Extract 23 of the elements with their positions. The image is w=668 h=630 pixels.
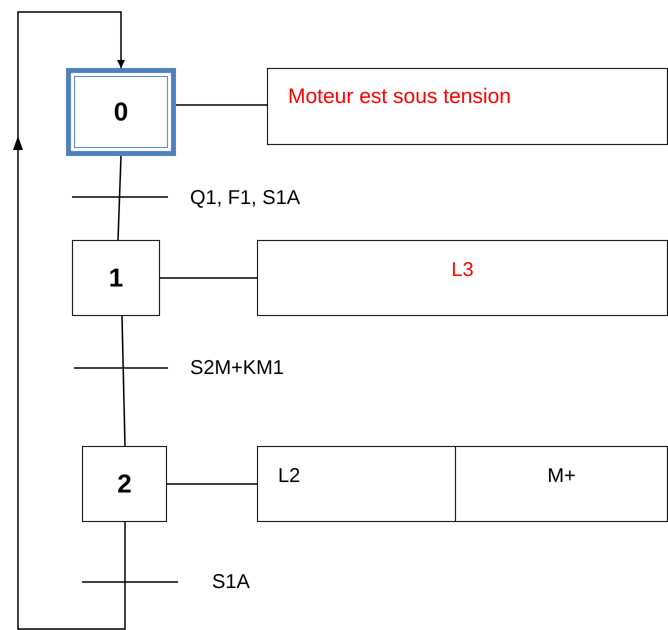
step-box — [82, 446, 167, 522]
link-line — [117, 156, 122, 240]
step-box — [72, 240, 160, 316]
link-line — [160, 277, 257, 279]
link-line — [121, 316, 126, 446]
action-text: Moteur est sous tension — [288, 85, 511, 109]
action-text: L3 — [451, 259, 474, 282]
action-box — [267, 68, 668, 145]
step-number: 2 — [117, 468, 132, 500]
transition-condition: Q1, F1, S1A — [190, 187, 300, 210]
transition-condition: S1A — [212, 571, 250, 594]
action-box — [257, 446, 456, 522]
link-line — [176, 104, 267, 106]
transition-condition: S2M+KM1 — [190, 357, 284, 380]
step-number: 0 — [114, 96, 128, 128]
link-line — [167, 483, 257, 485]
action-box — [455, 446, 668, 522]
action-text: L2 — [278, 465, 300, 488]
step-number: 1 — [108, 262, 124, 294]
initial-step-box — [66, 68, 176, 156]
action-text: M+ — [547, 465, 576, 488]
loop-arrow — [17, 11, 126, 630]
action-box — [257, 240, 668, 316]
